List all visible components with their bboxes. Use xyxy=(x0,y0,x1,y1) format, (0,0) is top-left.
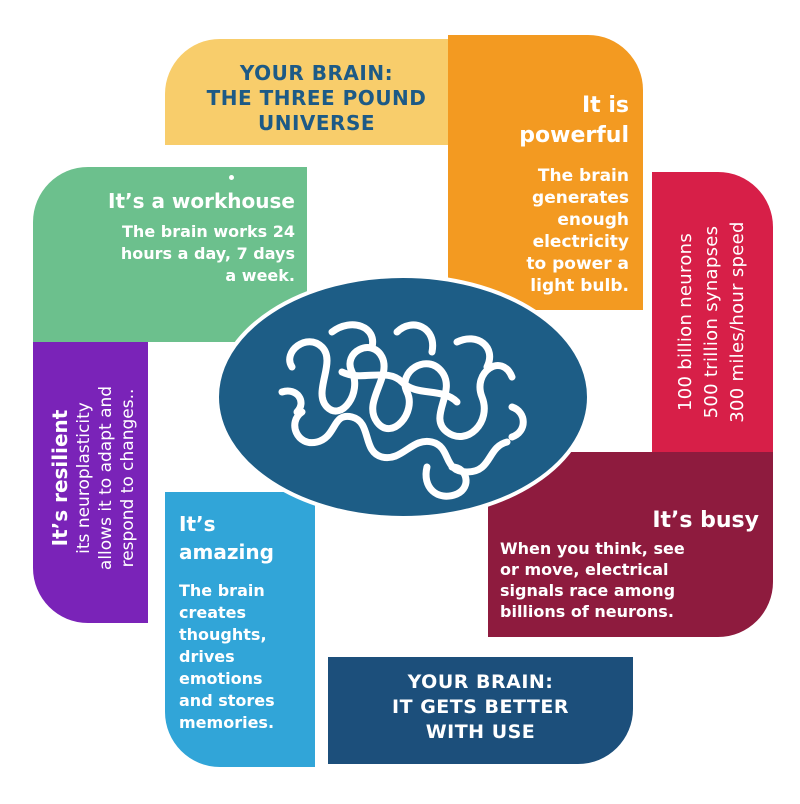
stats-text: 100 billion neurons 500 trillion synapse… xyxy=(673,177,751,467)
panel-title: It is powerful xyxy=(519,93,629,148)
panel-amazing: It’s amazing The brain creates thoughts,… xyxy=(165,492,315,767)
panel-stats: 100 billion neurons 500 trillion synapse… xyxy=(652,172,773,471)
resilient-text: It’s resilient its neuroplasticity allow… xyxy=(47,328,139,628)
panel-body: The brain creates thoughts, drives emoti… xyxy=(179,581,275,732)
decorative-dot xyxy=(229,175,234,180)
panel-body: The brain works 24 hours a day, 7 days a… xyxy=(120,222,295,285)
panel-body: When you think, see or move, electrical … xyxy=(500,539,685,621)
panel-powerful: It is powerful The brain generates enoug… xyxy=(448,35,643,310)
panel-title: It’s resilient xyxy=(48,409,72,547)
panel-resilient: It’s resilient its neuroplasticity allow… xyxy=(33,330,148,623)
panel-title: It’s amazing xyxy=(179,512,274,564)
panel-gets-better: YOUR BRAIN: IT GETS BETTER WITH USE xyxy=(328,657,633,764)
stat-line: 500 trillion synapses xyxy=(701,225,722,419)
panel-body: The brain generates enough electricity t… xyxy=(526,166,629,296)
panel-three-pound-universe: YOUR BRAIN: THE THREE POUND UNIVERSE xyxy=(165,39,468,145)
panel-title: It’s busy xyxy=(652,508,759,533)
stat-line: 300 miles/hour speed xyxy=(727,221,748,423)
panel-title: It’s a workhouse xyxy=(108,189,295,213)
brain-scribble-icon xyxy=(215,274,591,520)
panel-workhouse: It’s a workhouse The brain works 24 hour… xyxy=(33,167,307,342)
panel-title: YOUR BRAIN: THE THREE POUND UNIVERSE xyxy=(206,61,427,135)
panel-body: its neuroplasticity allows it to adapt a… xyxy=(74,385,138,571)
stat-line: 100 billion neurons xyxy=(675,232,696,412)
panel-title: YOUR BRAIN: IT GETS BETTER WITH USE xyxy=(392,671,569,743)
